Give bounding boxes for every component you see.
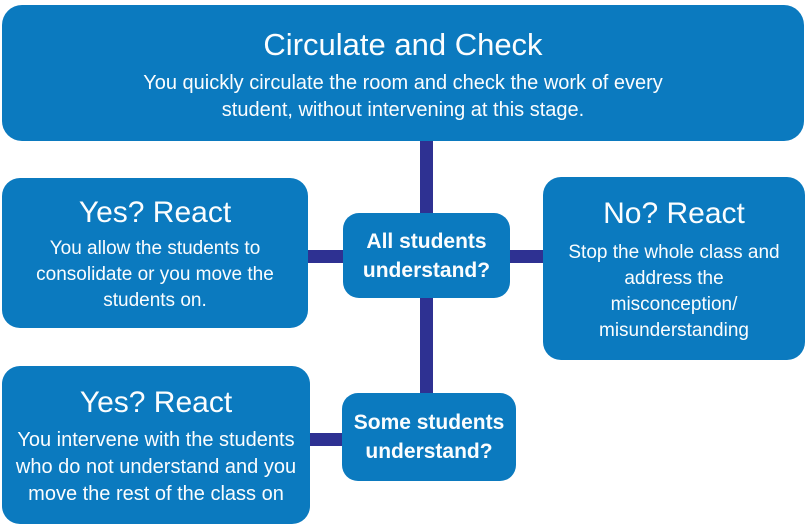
no-react-line: address the <box>624 267 724 289</box>
connector-top-to-all-students <box>420 138 433 218</box>
connector-all-to-some-students <box>420 295 433 397</box>
no-react-line: misunderstanding <box>599 319 749 341</box>
all-students-understand-box: All students understand? <box>343 213 510 298</box>
some-students-line: understand? <box>365 440 493 463</box>
yes-react-line: You allow the students to <box>49 237 261 259</box>
yes-react-line: consolidate or you move the <box>36 263 274 285</box>
yes-react-intervene-line: You intervene with the students <box>17 428 295 451</box>
yes-react-intervene-line: who do not understand and you <box>15 455 297 478</box>
circulate-and-check-title: Circulate and Check <box>263 26 543 62</box>
yes-react-consolidate-box: Yes? React You allow the students to con… <box>2 178 308 328</box>
circulate-and-check-line: You quickly circulate the room and check… <box>143 71 663 94</box>
some-students-understand-box: Some students understand? <box>342 393 516 481</box>
all-students-line: All students <box>366 229 487 253</box>
circulate-and-check-box: Circulate and Check You quickly circulat… <box>2 5 804 141</box>
yes-react-intervene-box: Yes? React You intervene with the studen… <box>2 366 310 524</box>
yes-react-intervene-title: Yes? React <box>79 385 233 419</box>
no-react-line: misconception/ <box>610 293 738 315</box>
yes-react-line: students on. <box>103 289 207 311</box>
connector-all-students-to-no-react <box>507 250 547 263</box>
yes-react-intervene-line: move the rest of the class on <box>28 482 284 505</box>
all-students-line: understand? <box>362 258 491 282</box>
no-react-line: Stop the whole class and <box>568 241 780 263</box>
no-react-box: No? React Stop the whole class and addre… <box>543 177 805 360</box>
no-react-title: No? React <box>603 196 745 230</box>
connector-left-yes-to-all-students <box>303 250 347 263</box>
circulate-and-check-line: student, without intervening at this sta… <box>221 98 585 121</box>
some-students-line: Some students <box>353 411 505 434</box>
connector-bottom-yes-to-some-students <box>306 433 346 446</box>
yes-react-title: Yes? React <box>78 195 232 229</box>
